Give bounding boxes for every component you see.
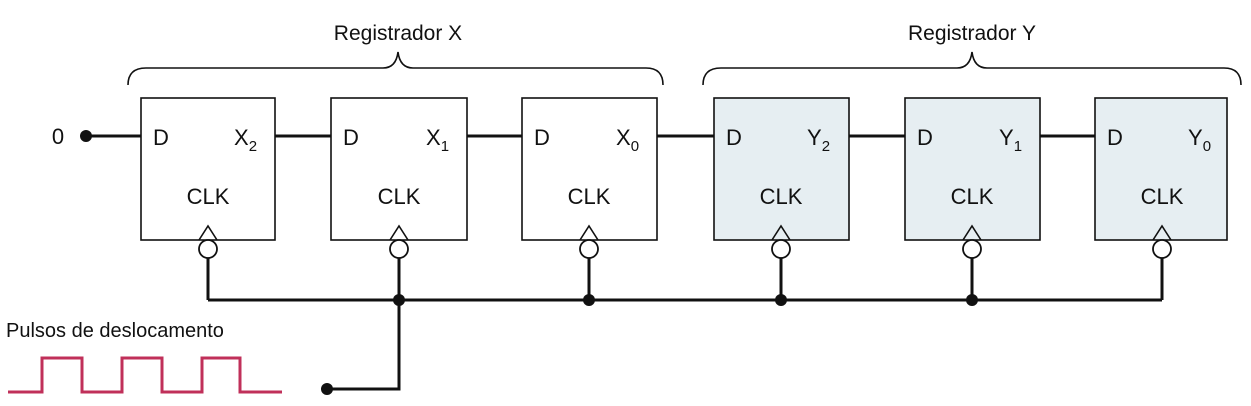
x2-q-label: X2 — [234, 125, 257, 155]
x1-inversion-bubble — [389, 239, 409, 259]
y0-inversion-bubble — [1152, 239, 1172, 259]
x2-clk-label: CLK — [187, 184, 230, 209]
serial-input-value: 0 — [52, 124, 64, 149]
clock-junction-x0 — [583, 294, 595, 306]
y2-clk-label: CLK — [760, 184, 803, 209]
flip-flop-x2: D X2 CLK — [140, 97, 276, 300]
flip-flop-x1: D X1 CLK — [330, 97, 468, 300]
y2-q-label: Y2 — [807, 125, 830, 155]
shift-pulse-waveform — [8, 356, 282, 394]
clock-source-terminal — [321, 383, 333, 395]
flip-flop-x0: D X0 CLK — [521, 97, 658, 300]
x2-inversion-bubble — [198, 239, 218, 259]
clock-source-label: Pulsos de deslocamento — [6, 320, 224, 342]
register-y-brace — [702, 51, 1242, 86]
clock-junction-y2 — [775, 294, 787, 306]
y0-d-label: D — [1107, 125, 1123, 150]
y1-q-label: Y1 — [999, 125, 1022, 155]
x0-d-label: D — [534, 125, 550, 150]
register-x-brace — [127, 51, 664, 86]
y1-clock-edge-icon — [962, 224, 982, 241]
clock-feed-wire — [327, 300, 401, 391]
y2-clock-edge-icon — [771, 224, 791, 241]
x2-clock-edge-icon — [198, 224, 218, 241]
x1-q-label: X1 — [426, 125, 449, 155]
flip-flop-y0: D Y0 CLK — [1094, 97, 1228, 300]
y0-clk-label: CLK — [1141, 184, 1184, 209]
x0-q-label: X0 — [616, 125, 639, 155]
x0-clk-label: CLK — [568, 184, 611, 209]
x0-inversion-bubble — [579, 239, 599, 259]
y1-inversion-bubble — [962, 239, 982, 259]
x1-clk-label: CLK — [378, 184, 421, 209]
clock-junction-y1 — [966, 294, 978, 306]
y0-clock-edge-icon — [1152, 224, 1172, 241]
x0-clock-edge-icon — [579, 224, 599, 241]
flip-flop-y2: D Y2 CLK — [713, 97, 850, 300]
y2-d-label: D — [726, 125, 742, 150]
register-y-title: Registrador Y — [908, 22, 1036, 45]
x1-clock-edge-icon — [389, 224, 409, 241]
y1-d-label: D — [917, 125, 933, 150]
x1-d-label: D — [343, 125, 359, 150]
y1-clk-label: CLK — [951, 184, 994, 209]
register-x-title: Registrador X — [334, 22, 462, 45]
y2-inversion-bubble — [771, 239, 791, 259]
y0-q-label: Y0 — [1188, 125, 1211, 155]
x2-d-label: D — [153, 125, 169, 150]
flip-flop-y1: D Y1 CLK — [904, 97, 1041, 300]
